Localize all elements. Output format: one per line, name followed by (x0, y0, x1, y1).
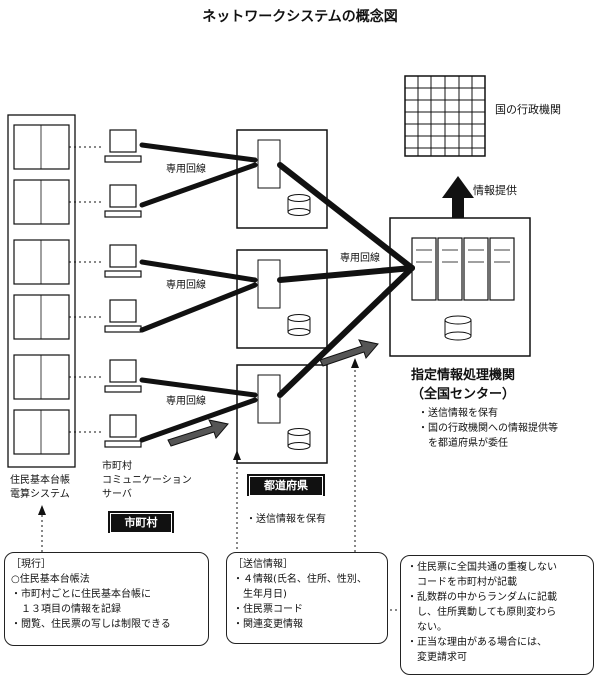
government-label: 国の行政機関 (495, 103, 561, 116)
dedicated-line-label-1: 専用回線 (166, 164, 206, 175)
resident-code-line: コードを市町村が記載 (407, 577, 517, 588)
sent-info-line: ・４情報(氏名、住所、性別、 (233, 574, 367, 585)
resident-code-line: 変更請求可 (407, 652, 467, 663)
sent-info-line: ・住民票コード (233, 604, 303, 615)
center-servers-icon (411, 237, 515, 301)
registry-system-label-line2: 電算システム (10, 489, 70, 500)
comm-server-label: 市町村 コミュニケーション サーバ (102, 460, 192, 502)
prefecture-note: ・送信情報を保有 (246, 514, 326, 525)
center-title-line2: （全国センター） (410, 387, 515, 402)
registry-system-icons (13, 124, 70, 455)
sent-info-line: 生年月日) (233, 589, 287, 600)
resident-code-line: ・乱数群の中からランダムに記載 (407, 592, 557, 603)
sent-info-box: ［送信情報］ ・４情報(氏名、住所、性別、 生年月日) ・住民票コード ・関連変… (226, 552, 388, 644)
prefecture-database-icons (287, 194, 311, 450)
current-law-line: ○住民基本台帳法 (11, 574, 90, 585)
center-notes: ・送信情報を保有 ・国の行政機関への情報提供等 を都道府県が委任 (418, 406, 558, 451)
dedicated-line-label-4: 専用回線 (340, 253, 380, 264)
sent-info-title: ［送信情報］ (233, 559, 293, 570)
current-law-line: １３項目の情報を記録 (11, 604, 121, 615)
data-flow-arrows (167, 339, 379, 447)
prefecture-badge: 都道府県 (247, 474, 325, 496)
municipality-column (7, 114, 76, 468)
prefecture-badge-label: 都道府県 (249, 476, 323, 496)
current-law-line: ・市町村ごとに住民基本台帳に (11, 589, 151, 600)
center-note: ・送信情報を保有 (418, 408, 498, 419)
comm-server-label-line1: 市町村 (102, 461, 132, 472)
current-law-line: ・閲覧、住民票の写しは制限できる (11, 619, 171, 630)
center-database-icon (444, 315, 472, 341)
comm-server-computer-icons (104, 129, 142, 448)
government-building-icon (404, 75, 486, 157)
registry-system-label-line1: 住民基本台帳 (10, 475, 70, 486)
dedicated-line-label-2: 専用回線 (166, 280, 206, 291)
sent-info-line: ・関連変更情報 (233, 619, 303, 630)
prefecture-server-icons (257, 139, 281, 424)
comm-server-label-line2: コミュニケーション (102, 475, 192, 486)
municipality-badge-label: 市町村 (110, 513, 172, 533)
resident-code-box: ・住民票に全国共通の重複しない コードを市町村が記載 ・乱数群の中からランダムに… (400, 555, 594, 675)
resident-code-line: ・住民票に全国共通の重複しない (407, 562, 557, 573)
center-title: 指定情報処理機関 （全国センター） (408, 364, 518, 402)
resident-code-line: ・正当な理由がある場合には、 (407, 637, 547, 648)
dedicated-line-label-3: 専用回線 (166, 396, 206, 407)
registry-system-label: 住民基本台帳 電算システム (10, 474, 70, 502)
comm-server-label-line3: サーバ (102, 489, 132, 500)
current-law-box: ［現行］ ○住民基本台帳法 ・市町村ごとに住民基本台帳に １３項目の情報を記録 … (4, 552, 209, 646)
resident-code-line: ない。 (407, 622, 447, 633)
center-note: を都道府県が委任 (418, 438, 508, 449)
dedicated-lines-municipal (139, 142, 258, 443)
current-law-title: ［現行］ (11, 559, 51, 570)
dedicated-lines-prefecture (277, 162, 415, 398)
info-provision-label: 情報提供 (473, 184, 517, 197)
center-title-line1: 指定情報処理機関 (410, 368, 515, 383)
diagram-title: ネットワークシステムの概念図 (202, 9, 398, 25)
center-note: ・国の行政機関への情報提供等 (418, 423, 558, 434)
municipality-badge: 市町村 (108, 511, 174, 533)
prefecture-boxes (236, 129, 328, 464)
resident-code-line: し、住所異動しても原則変わら (407, 607, 557, 618)
